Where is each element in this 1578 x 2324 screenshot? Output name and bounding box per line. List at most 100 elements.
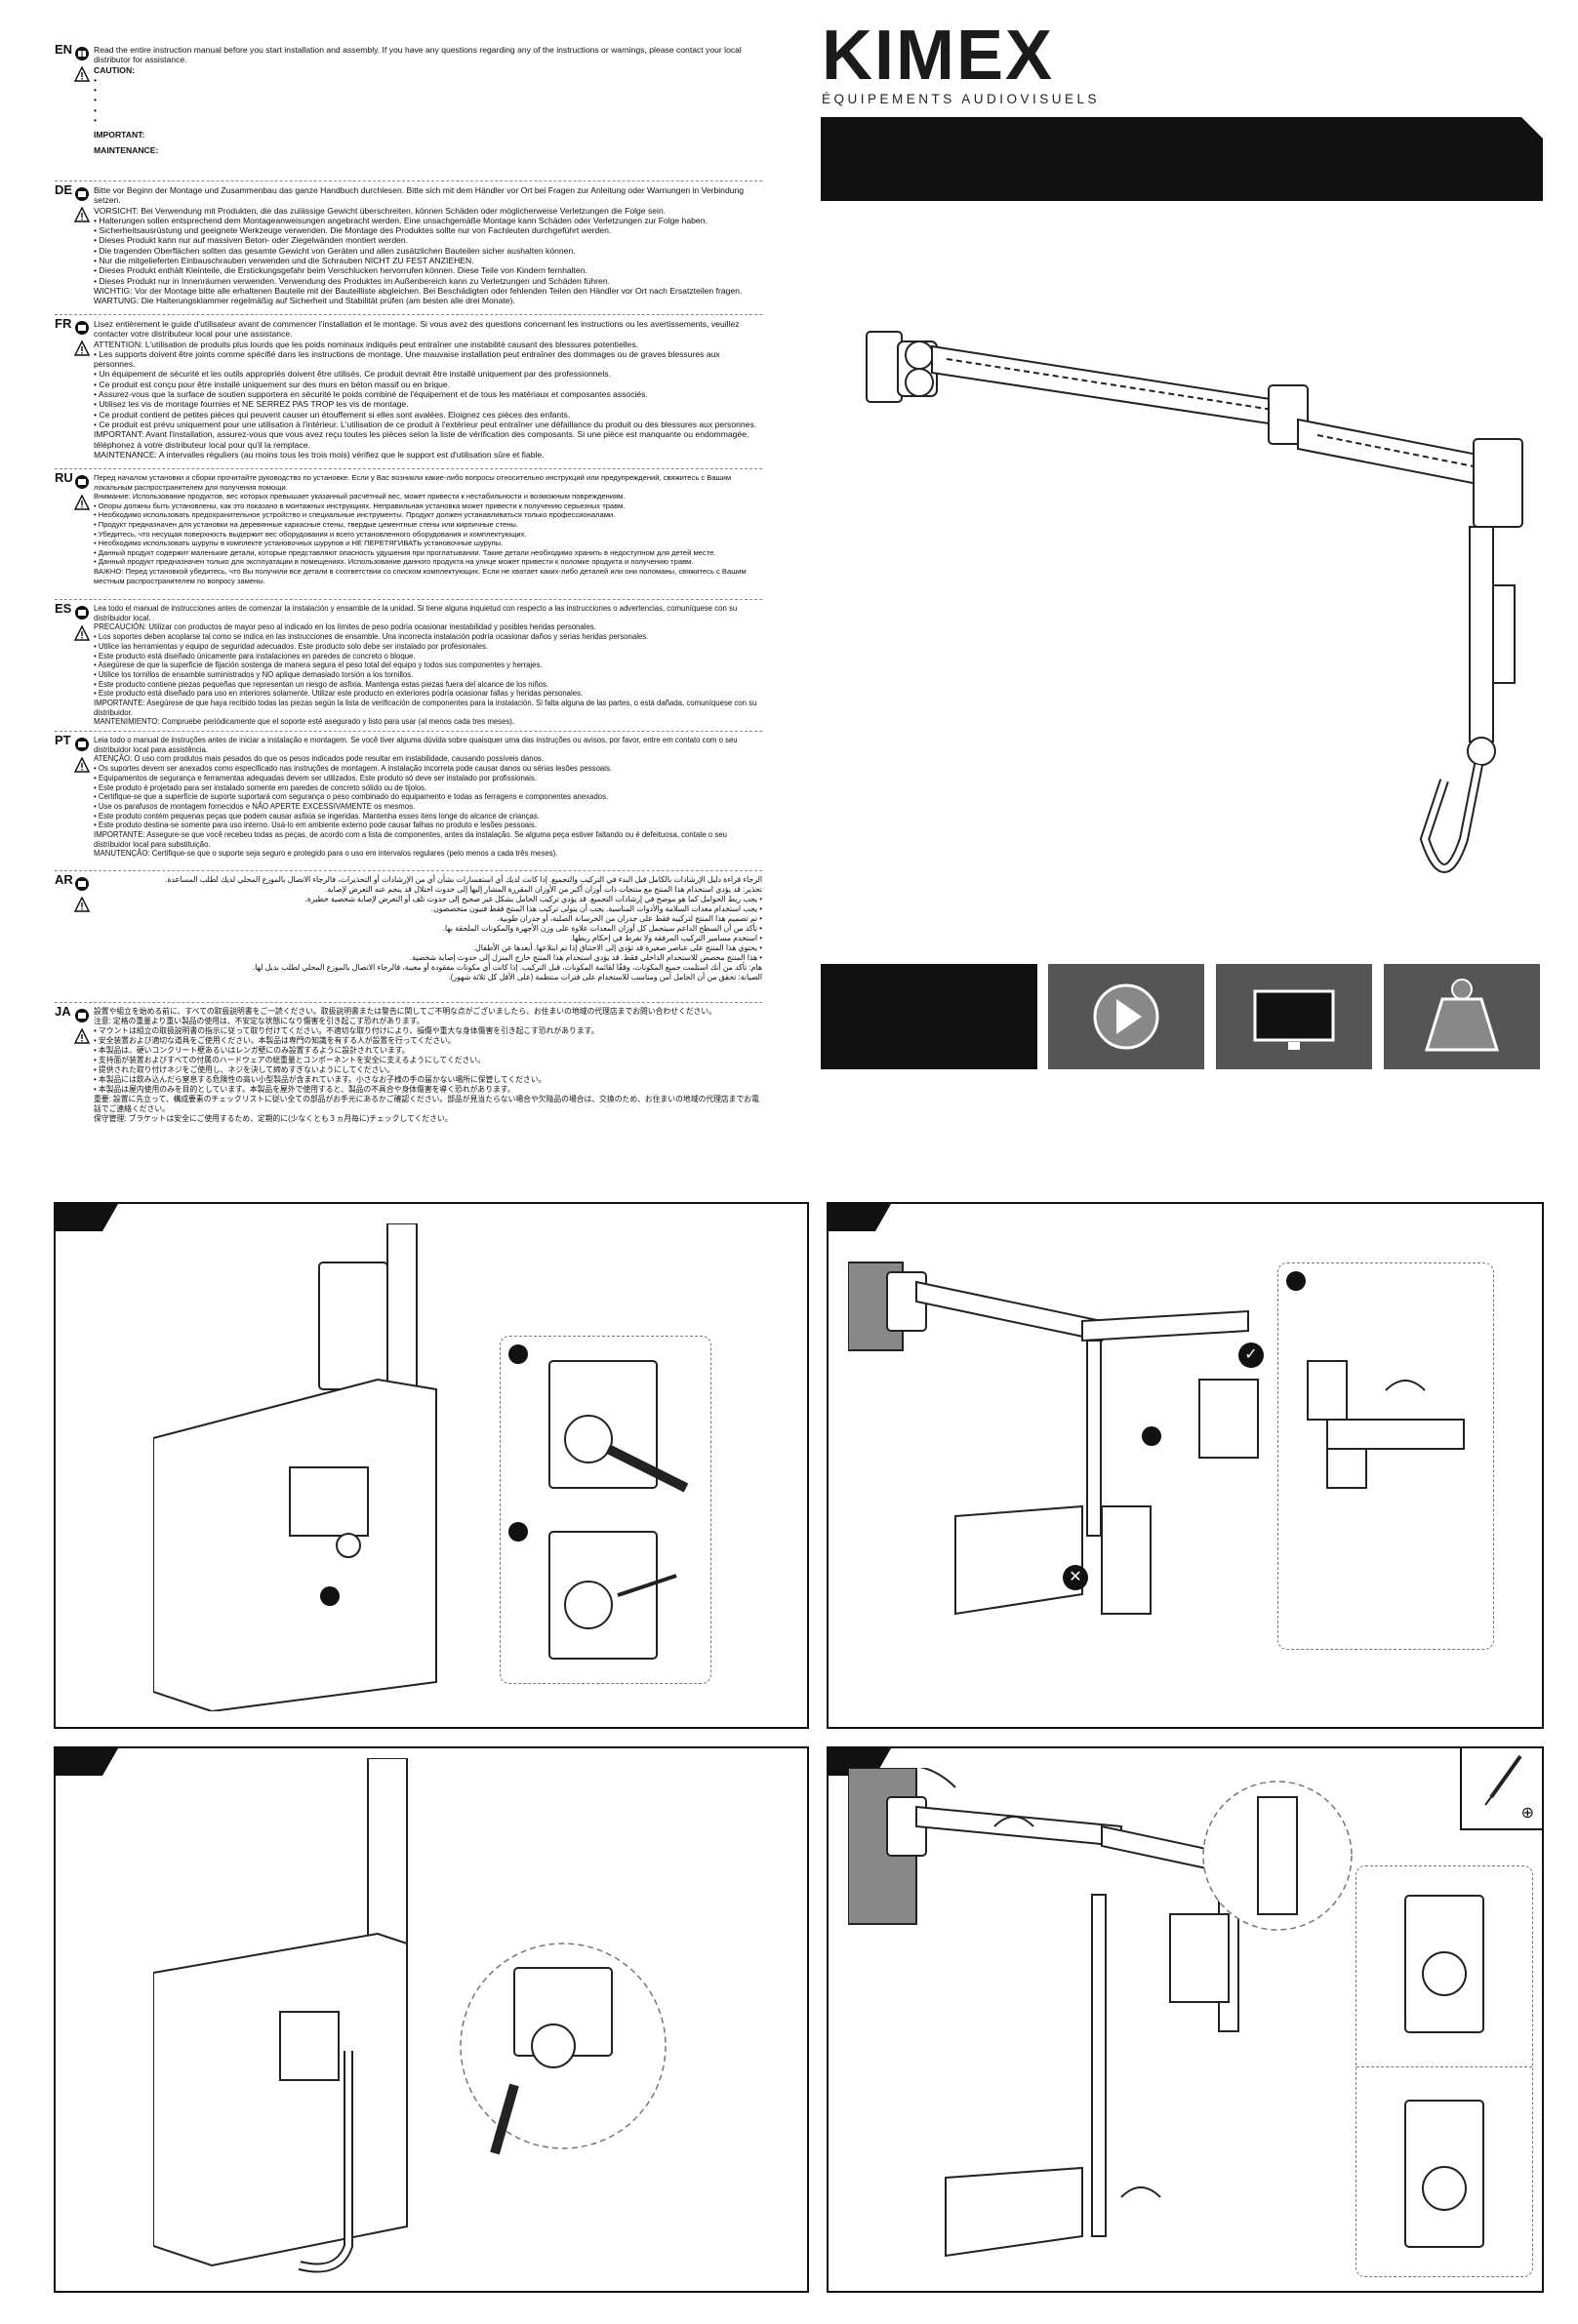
book-icon [75,475,89,489]
rotation-icon [1093,983,1159,1050]
ru-bullet: • Опоры должны быть установлены, как это… [94,501,626,510]
step-badge [508,1522,528,1542]
es-caution: PRECAUCIÓN: Utilizar con productos de ma… [94,622,596,632]
ar-intro: الرجاء قراءة دليل الإرشادات بالكامل قبل … [165,875,762,884]
book-icon [75,1009,89,1022]
fr-important: IMPORTANT: Avant l'installation, assurez… [94,429,749,450]
es-important: IMPORTANTE: Asegúrese de que haya recibi… [94,699,757,717]
ja-line: 注意: 定格の重量より重い製品の使用は、不安定な状態になり傷害を引き起こす恐れが… [94,1017,425,1025]
step-panel-4: ⊕ [827,1746,1544,2293]
de-caution: VORSICHT: Bei Verwendung mit Produkten, … [94,205,667,216]
warning-icon [74,341,90,356]
de-bullet: • Sicherheitsausrüstung und geeignete We… [94,225,612,236]
wall-arm-illustration [866,331,1523,873]
weight-icon [1424,979,1500,1052]
wrench-detail-illustration [548,1360,689,1660]
circle-detail-illustration [1202,1781,1353,1931]
ja-line: • 本製品は屋内使用のみを目的としています。本製品を屋外で使用すると、製品の不具… [94,1085,515,1094]
book-icon [75,738,89,751]
fr-bullet: • Ce produit est conçu pour être install… [94,379,451,389]
warning-icon [74,1028,90,1044]
ru-bullet: • Данный продукт содержит маленькие дета… [94,547,716,557]
separator [1356,2066,1532,2067]
instructions-en: EN Read the entire instruction manual be… [55,43,762,177]
book-icon [75,47,89,60]
arm-assembly-illustration [848,1262,1259,1616]
fr-intro: Lisez entièrement le guide d'utilisateur… [94,319,740,340]
screwdriver-icon [1484,1754,1522,1806]
es-bullet: • Este producto contiene piezas pequeñas… [94,679,549,689]
monitor-mount-illustration [153,1223,437,1711]
cross-badge: ✕ [1063,1565,1088,1590]
lang-code-ru: RU [55,470,73,485]
lang-code-ar: AR [55,872,73,887]
brand-logo: KIMEX ÉQUIPEMENTS AUDIOVISUELS [822,17,1114,106]
icon-box-dark [821,964,1037,1069]
fr-caution: ATTENTION: L'utilisation de produits plu… [94,339,639,349]
ja-line: • 安全装置および適切な道具をご使用ください。本製品は専門の知識を有する人が設置… [94,1036,456,1045]
warning-icon [74,757,90,773]
detail-inset [1355,1865,1533,2277]
tool-box: ⊕ [1460,1748,1542,1830]
step-badge [1286,1271,1306,1291]
pt-bullet: • Equipamentos de segurança e ferramenta… [94,773,537,782]
en-caution: CAUTION: [94,64,136,75]
logo-text: KIMEX [822,17,1055,95]
step-badge [320,1586,340,1606]
book-icon [75,187,89,201]
warning-icon [74,495,90,510]
ru-important: ВАЖНО: Перед установкой убедитесь, что В… [94,566,747,585]
ru-caution: Внимание: Использование продуктов, вес к… [94,492,626,501]
ja-line: • 提供された取り付けネジをご使用し、ネジを決して締めすぎないようにしてください… [94,1065,395,1074]
separator [55,870,762,871]
ja-line: • 本製品には飲み込んだら窒息する危険性の高い小型製品が含まれています。小さなお… [94,1075,546,1084]
es-bullet: • Este producto está diseñado para uso e… [94,689,584,699]
ru-bullet: • Данный продукт предназначен только для… [94,557,694,567]
monitor-icon [1253,989,1335,1050]
step-badge [508,1344,528,1364]
ar-line: • يجب استخدام معدات السلامة والأدوات الم… [430,904,762,913]
warning-icon [74,625,90,641]
ja-line: • 本製品は、硬いコンクリート壁あるいはレンガ壁にのみ設置するように設計されてい… [94,1046,410,1055]
en-maintenance: MAINTENANCE: [94,145,159,156]
ru-bullet: • Необходимо использовать предохранитель… [94,510,616,520]
es-bullet: • Utilice las herramientas y equipo de s… [94,641,489,651]
bolt-detail-illustration [1404,2100,1484,2248]
separator [55,1002,762,1003]
lang-code-es: ES [55,601,72,616]
check-badge: ✓ [1238,1342,1264,1368]
instructions-fr: FR Lisez entièrement le guide d'utilisat… [55,316,762,465]
pt-bullet: • Use os parafusos de montagem fornecido… [94,801,416,811]
en-intro: Read the entire instruction manual befor… [94,45,742,65]
ru-bullet: • Продукт предназначен для установки на … [94,519,518,529]
fr-bullet: • Les supports doivent être joints comme… [94,348,720,370]
step-panel-3 [54,1746,809,2293]
ar-line: • يحتوي هذا المنتج على عناصر صغيرة قد تؤ… [472,943,762,952]
warning-icon [74,207,90,222]
pt-bullet: • Este produto destina-se somente para u… [94,821,537,830]
bolt-detail-illustration [1404,1895,1484,2033]
ja-line: 保守管理: ブラケットは安全にご使用するため、定期的に(少なくとも３ヵ月毎に)チ… [94,1114,453,1123]
en-bullets: ••••• [94,74,98,126]
ar-line: هام: تأكد من أنك استلمت جميع المكونات، و… [252,963,762,972]
de-bullet: • Halterungen sollen entsprechend dem Mo… [94,215,708,225]
de-intro: Bitte vor Beginn der Montage und Zusamme… [94,185,745,206]
fr-bullet: • Utilisez les vis de montage fournies e… [94,399,409,410]
separator [55,180,762,181]
ar-line: الصيانة: تحقق من أن الحامل آمن ومناسب لل… [448,973,762,982]
book-icon [75,606,89,620]
lang-code-de: DE [55,182,73,197]
ar-line: • تأكد من أن السطح الداعم سيتحمل كل أوزا… [442,924,762,933]
separator [55,468,762,469]
ru-bullet: • Необходимо использовать шурупы в компл… [94,539,504,548]
instructions-ar: AR الرجاء قراءة دليل الإرشادات بالكامل ق… [55,872,762,997]
de-maintenance: WARTUNG: Die Halterungsklammer regelmäßi… [94,296,515,306]
lang-code-ja: JA [55,1004,71,1019]
es-intro: Lea todo el manual de instrucciones ante… [94,604,738,622]
separator [55,314,762,315]
de-bullet: • Dieses Produkt enthält Kleinteile, die… [94,265,587,276]
ja-line: 重要: 設置に先立って、構成要素のチェックリストに従い全ての部品がお手元にあるか… [94,1095,759,1113]
warning-icon [74,66,90,82]
lang-code-fr: FR [55,316,72,331]
icon-box-monitor [1216,964,1372,1069]
